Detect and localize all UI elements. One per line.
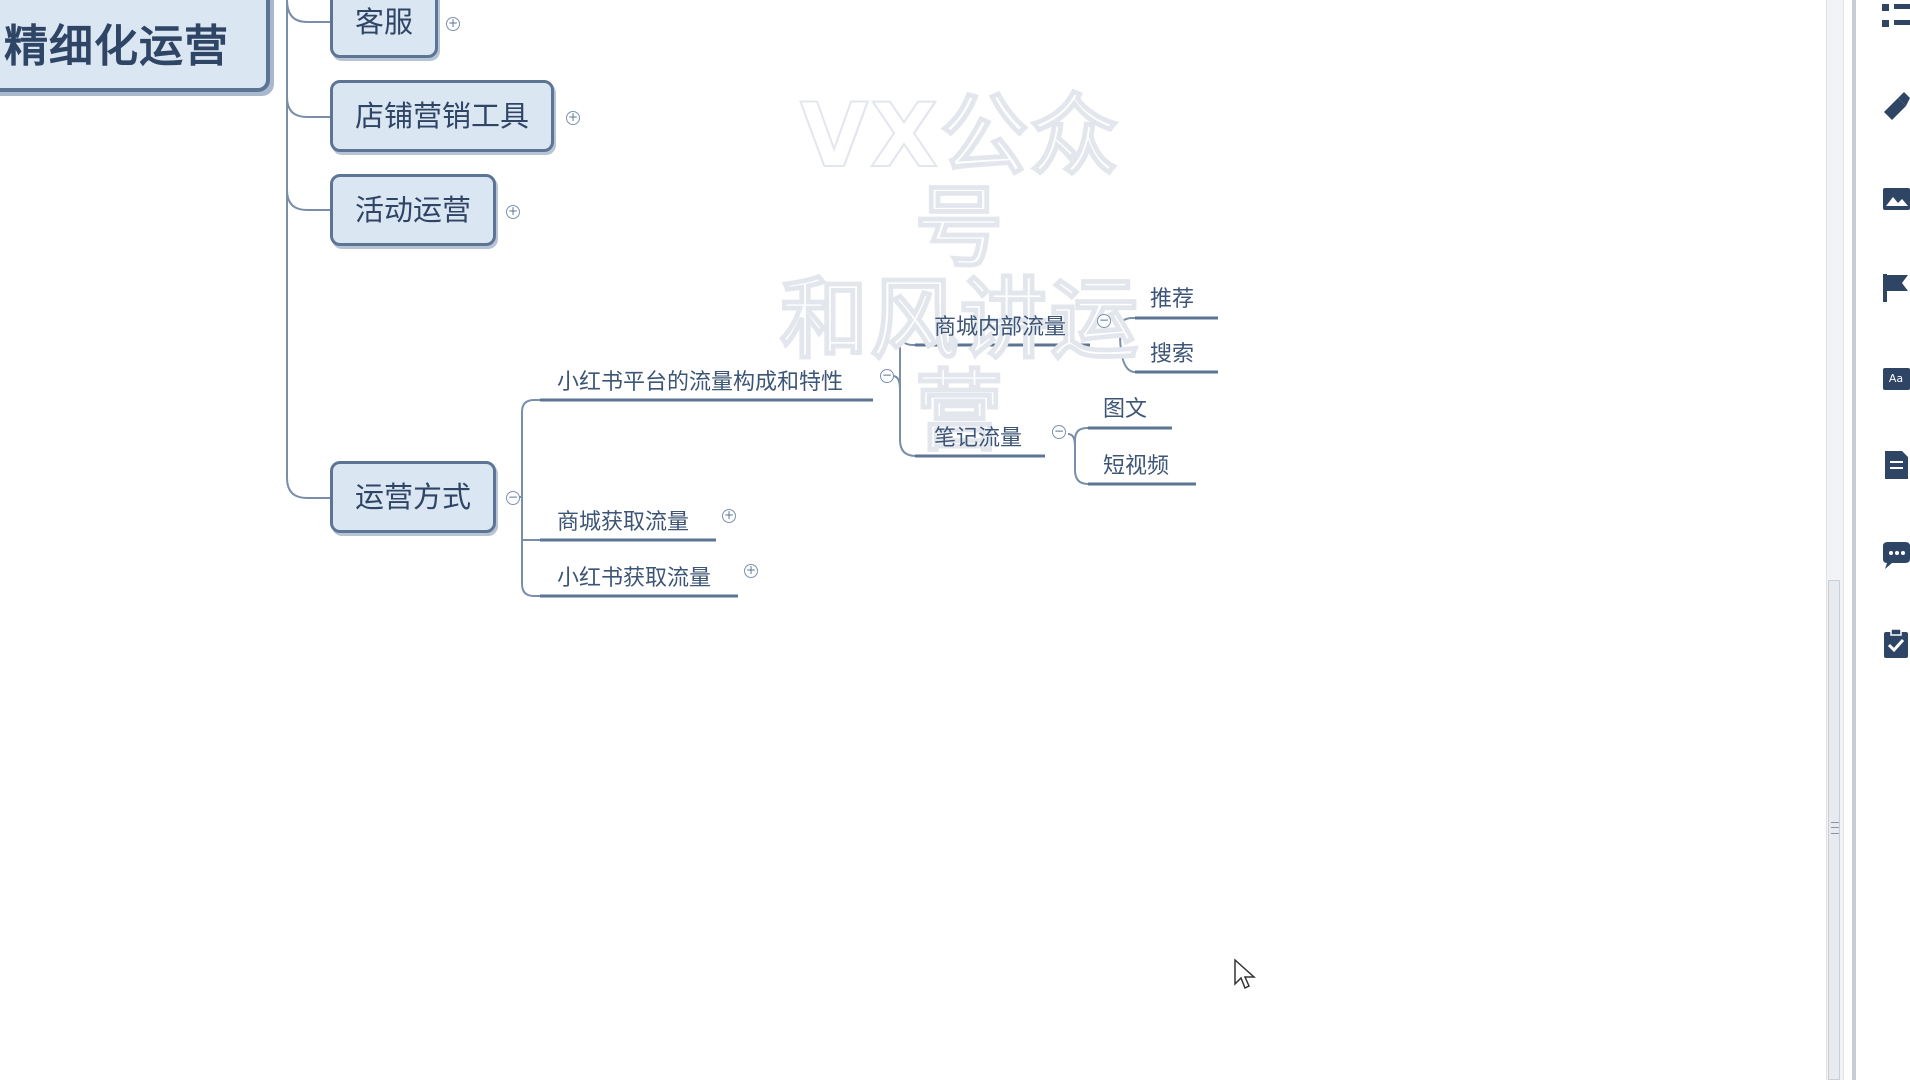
subtopic-traffic-structure[interactable]: 小红书平台的流量构成和特性 xyxy=(557,370,844,395)
topic-activity-operation[interactable]: 活动运营 xyxy=(330,174,497,246)
note-icon[interactable] xyxy=(1880,448,1910,482)
topic-customer-service[interactable]: 客服 xyxy=(330,0,439,58)
mouse-cursor-icon xyxy=(1234,958,1256,990)
collapse-icon[interactable]: − xyxy=(1097,314,1111,328)
right-toolbar xyxy=(1852,0,1910,1080)
subtopic-mall-traffic[interactable]: 商城获取流量 xyxy=(557,510,690,535)
topic-label: 店铺营销工具 xyxy=(355,99,530,133)
leaf-search[interactable]: 搜索 xyxy=(1150,342,1195,367)
leaf-short-video[interactable]: 短视频 xyxy=(1103,454,1170,479)
expand-icon[interactable]: + xyxy=(506,205,520,219)
paint-brush-icon[interactable] xyxy=(1880,88,1910,122)
image-icon[interactable] xyxy=(1880,182,1910,216)
text-style-icon[interactable]: Aa xyxy=(1880,362,1910,396)
topic-store-marketing-tools[interactable]: 店铺营销工具 xyxy=(330,80,555,152)
comment-icon[interactable] xyxy=(1880,538,1910,572)
collapse-icon[interactable]: − xyxy=(506,491,520,505)
topic-operation-methods[interactable]: 运营方式 xyxy=(330,461,497,533)
outline-icon[interactable] xyxy=(1880,0,1910,34)
svg-text:Aa: Aa xyxy=(1889,372,1903,385)
watermark-line1: VX公众号 xyxy=(799,84,1120,279)
root-topic[interactable]: 精细化运营 xyxy=(0,0,270,92)
flag-icon[interactable] xyxy=(1880,270,1910,304)
subtopic-note-traffic[interactable]: 笔记流量 xyxy=(934,426,1023,451)
subtopic-xiaohongshu-traffic[interactable]: 小红书获取流量 xyxy=(557,566,712,591)
expand-icon[interactable]: + xyxy=(566,111,580,125)
leaf-recommend[interactable]: 推荐 xyxy=(1150,287,1195,312)
watermark: VX公众号 和风讲运营 xyxy=(760,84,1160,463)
topic-label: 活动运营 xyxy=(355,193,472,227)
scrollbar-grip-icon xyxy=(1831,822,1839,834)
topic-label: 客服 xyxy=(355,5,414,39)
watermark-line2: 和风讲运营 xyxy=(779,268,1140,463)
expand-icon[interactable]: + xyxy=(744,564,758,578)
collapse-icon[interactable]: − xyxy=(880,369,894,383)
collapse-icon[interactable]: − xyxy=(1052,425,1066,439)
task-icon[interactable] xyxy=(1880,626,1910,660)
topic-label: 运营方式 xyxy=(355,480,472,514)
subtopic-mall-internal-traffic[interactable]: 商城内部流量 xyxy=(934,315,1067,340)
expand-icon[interactable]: + xyxy=(446,17,460,31)
root-topic-label: 精细化运营 xyxy=(4,21,229,72)
leaf-image-text[interactable]: 图文 xyxy=(1103,397,1148,422)
expand-icon[interactable]: + xyxy=(722,509,736,523)
